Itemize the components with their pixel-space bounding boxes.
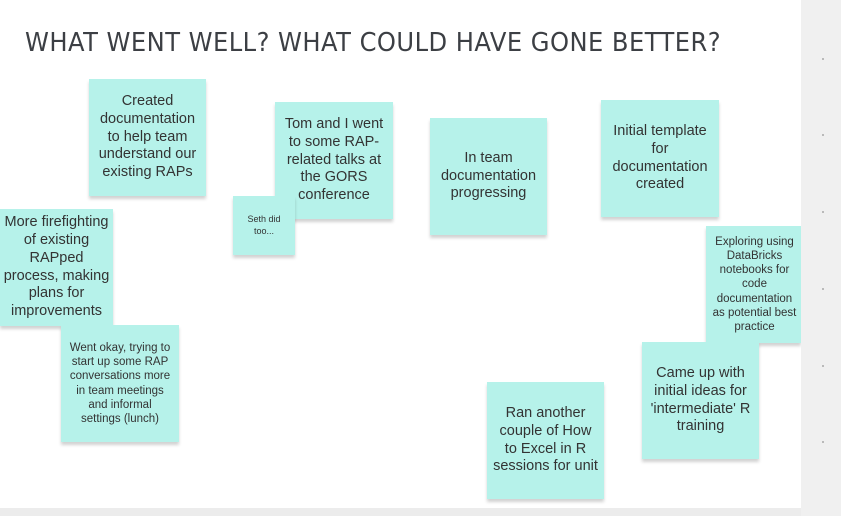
sticky-note-created-docs[interactable]: Created documentation to help team under… [89, 79, 206, 196]
rail-marker [822, 365, 824, 367]
sticky-note-intermediate-r[interactable]: Came up with initial ideas for 'intermed… [642, 342, 759, 459]
sticky-note-team-docs[interactable]: In team documentation progressing [430, 118, 547, 235]
sticky-note-text: Ran another couple of How to Excel in R … [493, 405, 598, 475]
rail-marker [822, 288, 824, 290]
rail-marker [822, 211, 824, 213]
canvas-bottom-edge [0, 508, 801, 516]
sticky-note-initial-template[interactable]: Initial template for documentation creat… [601, 100, 719, 217]
rail-marker [822, 58, 824, 60]
whiteboard-canvas[interactable]: WHAT WENT WELL? WHAT COULD HAVE GONE BET… [0, 0, 801, 508]
sticky-note-text: Created documentation to help team under… [98, 93, 197, 181]
sticky-note-seth-did-too[interactable]: Seth did too... [233, 196, 295, 255]
sticky-note-rap-conversations[interactable]: Went okay, trying to start up some RAP c… [61, 325, 179, 442]
sticky-note-firefighting[interactable]: More firefighting of existing RAPped pro… [0, 209, 113, 326]
sticky-note-text: Exploring using DataBricks notebooks for… [712, 236, 797, 333]
sticky-note-databricks[interactable]: Exploring using DataBricks notebooks for… [706, 226, 801, 343]
sticky-note-text: More firefighting of existing RAPped pro… [3, 214, 110, 319]
sticky-note-text: Tom and I went to some RAP-related talks… [284, 116, 384, 204]
sticky-note-text: Initial template for documentation creat… [612, 123, 708, 193]
rail-marker [822, 134, 824, 136]
sticky-note-text: In team documentation progressing [440, 149, 537, 202]
right-scroll-rail[interactable] [801, 0, 841, 516]
rail-marker [822, 441, 824, 443]
sticky-note-text: Came up with initial ideas for 'intermed… [650, 365, 751, 435]
sticky-note-excel-in-r[interactable]: Ran another couple of How to Excel in R … [487, 382, 604, 499]
sticky-note-text: Went okay, trying to start up some RAP c… [69, 342, 171, 425]
board-title: WHAT WENT WELL? WHAT COULD HAVE GONE BET… [25, 28, 722, 58]
sticky-note-text: Seth did too... [247, 213, 281, 236]
